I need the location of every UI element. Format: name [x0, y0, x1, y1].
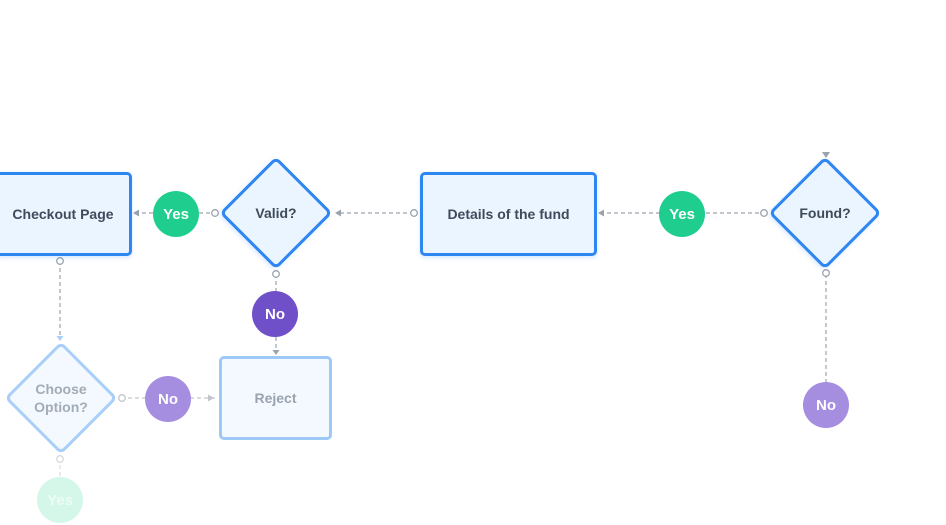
arrowhead-into-choose — [56, 336, 64, 341]
checkout-page-node[interactable]: Checkout Page — [0, 172, 132, 256]
arrowhead-into-details — [598, 209, 604, 217]
valid-decision-node[interactable]: Valid? — [219, 156, 333, 270]
arrowhead-into-found — [822, 152, 830, 158]
choose-option-decision-node[interactable]: Choose Option? — [4, 341, 118, 455]
arrowhead-into-reject — [272, 350, 280, 355]
valid-label: Valid? — [255, 205, 297, 221]
checkout-page-label: Checkout Page — [12, 206, 114, 222]
arrowhead-into-reject-2 — [208, 394, 214, 402]
reject-node[interactable]: Reject — [219, 356, 332, 440]
no-badge-choose-option[interactable]: No — [145, 376, 191, 422]
port-found-bottom — [822, 269, 830, 277]
reject-label: Reject — [254, 390, 297, 406]
port-details-left — [410, 209, 418, 217]
port-choose-right — [118, 394, 126, 402]
found-label: Found? — [799, 205, 851, 221]
yes-badge-checkout[interactable]: Yes — [153, 191, 199, 237]
choose-option-label: Choose Option? — [34, 381, 88, 415]
port-valid-bottom — [272, 270, 280, 278]
details-of-fund-node[interactable]: Details of the fund — [420, 172, 597, 256]
arrowhead-into-checkout — [133, 209, 139, 217]
port-valid-left — [211, 209, 219, 217]
no-badge-found[interactable]: No — [803, 382, 849, 428]
port-found-left — [760, 209, 768, 217]
port-choose-bottom — [56, 455, 64, 463]
port-checkout-bottom — [56, 257, 64, 265]
yes-badge-choose-option[interactable]: Yes — [37, 477, 83, 523]
yes-badge-details[interactable]: Yes — [659, 191, 705, 237]
no-badge-valid[interactable]: No — [252, 291, 298, 337]
found-decision-node[interactable]: Found? — [768, 156, 882, 270]
arrowhead-into-valid — [335, 209, 341, 217]
details-of-fund-label: Details of the fund — [447, 206, 570, 222]
